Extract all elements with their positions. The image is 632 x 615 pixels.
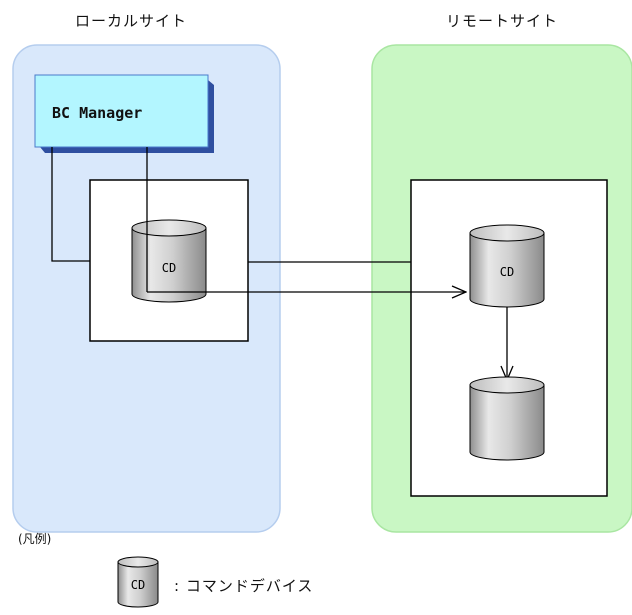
remote-command-device-cylinder: CD [469,224,545,308]
local-site-title: ローカルサイト [75,12,188,30]
remote-site-title: リモートサイト [446,12,559,30]
legend-description: : コマンドデバイス [174,577,314,595]
legend-cd-label: CD [131,578,145,592]
legend-cd-cylinder: CD [117,556,159,608]
bc-manager-box: BC Manager [34,74,214,153]
local-cd-label: CD [162,261,176,275]
remote-volume-cylinder [469,376,545,461]
local-storage-box [89,179,249,342]
bc-manager-label: BC Manager [52,104,142,122]
local-command-device-cylinder: CD [131,219,207,303]
remote-cd-label: CD [500,265,514,279]
legend-heading: (凡例) [18,532,52,546]
bc-manager-to-local-box-line [51,147,90,262]
